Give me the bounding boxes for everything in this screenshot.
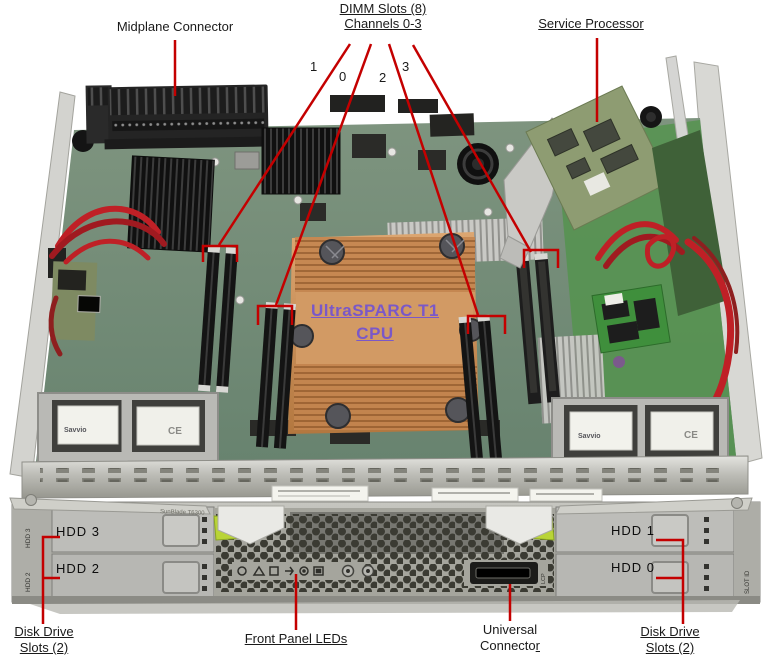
hdd3-vertical-mark: HDD 3	[25, 528, 32, 548]
sp-bracket-arm	[499, 235, 531, 269]
callout-disk-drive-left-label: Disk Drive Slots (2)	[4, 624, 84, 656]
led-cluster	[202, 517, 207, 544]
led-cluster	[704, 517, 709, 544]
callout-line-disk-right	[656, 538, 685, 624]
barcode-sticker	[431, 487, 519, 502]
dimm-label-line1: DIMM Slots (8)	[339, 1, 427, 16]
callout-service-processor-label: Service Processor	[538, 16, 644, 31]
service-processor-assembly	[499, 55, 728, 316]
dimm-channel-number-3: 3	[402, 59, 410, 74]
ce-mark: CE	[684, 430, 698, 441]
callout-bracket-dimm-pair	[522, 248, 560, 268]
lever-screw	[25, 494, 37, 506]
latch-button	[162, 514, 200, 547]
cpu-heatsink	[288, 232, 483, 434]
drive-label	[57, 405, 119, 445]
left-bezel-strip	[12, 502, 52, 602]
hdd0-label: HDD 0	[611, 560, 656, 575]
etched-model-text: SunBlade T6300	[160, 509, 205, 517]
drive-label	[136, 406, 200, 446]
daughter-card	[591, 284, 671, 354]
led-icon-row	[237, 564, 375, 578]
hdd2-vertical-mark: HDD 2	[25, 572, 32, 592]
led-cluster	[704, 564, 709, 591]
callout-bracket-dimm-pair	[466, 314, 507, 334]
dimm-slot-pair	[198, 245, 239, 393]
disk-left-line1: Disk Drive	[14, 624, 74, 639]
drive-label	[650, 411, 714, 451]
callout-bracket-dimm-pair	[256, 304, 294, 325]
dimm-channel-number-2: 2	[379, 70, 387, 85]
callout-line-dimm-0	[274, 43, 373, 306]
cpu-label-line1: UltraSPARC T1	[310, 301, 440, 320]
dimm-label-line2: Channels 0-3	[344, 16, 422, 31]
right-bezel-strip	[734, 502, 760, 602]
dimm-slot-pair	[255, 301, 296, 449]
hdd3-label: HDD 3	[56, 524, 101, 539]
callout-universal-connector-label: Universal Connector	[466, 622, 554, 654]
release-lever-white	[217, 505, 285, 545]
drive-cage-right: Savvio CE	[551, 397, 729, 467]
disk-right-line1: Disk Drive	[640, 624, 700, 639]
round-component	[457, 143, 499, 185]
drive-label-text: Savvio	[64, 427, 87, 434]
barcode-sticker	[529, 488, 603, 502]
disk-left-line2: Slots (2)	[19, 640, 69, 655]
sata-cables-left	[48, 205, 167, 357]
ce-mark: CE	[168, 426, 182, 437]
callout-line-dimm-2	[387, 43, 480, 316]
callout-line-dimm-3	[411, 44, 533, 253]
drive-label	[569, 411, 633, 451]
slot-id-mark: SLOT ID	[745, 570, 751, 594]
callout-cpu-label: UltraSPARC T1 CPU	[291, 299, 459, 345]
universal-connector-port	[470, 562, 538, 584]
panel-lever-right	[555, 497, 753, 515]
callout-dimm-label: DIMM Slots (8) Channels 0-3	[318, 1, 448, 31]
callout-front-panel-leds-label: Front Panel LEDs	[244, 631, 348, 646]
midplane-connector-block	[85, 84, 271, 150]
hdd-tray-2	[51, 553, 215, 600]
callout-disk-drive-right-label: Disk Drive Slots (2)	[630, 624, 710, 656]
universal-line2: Connector	[466, 638, 554, 654]
barcode-sticker	[271, 485, 369, 502]
dimm-channel-number-0: 0	[339, 69, 347, 84]
panel-lever-left	[9, 497, 211, 515]
sata-cables-right	[595, 221, 740, 428]
lever-screw	[731, 497, 743, 509]
latch-button	[162, 561, 200, 594]
callout-line-disk-left	[41, 535, 60, 624]
cpu-label-line2: CPU	[356, 324, 394, 343]
release-lever-white	[485, 505, 553, 545]
drive-cage-left: Savvio CE	[37, 392, 219, 463]
universal-line1: Universal	[482, 622, 538, 637]
front-panel: HDD 3 HDD 2	[9, 494, 761, 614]
hdd1-label: HDD 1	[611, 523, 656, 538]
universal-line2b: r	[535, 638, 540, 653]
riser-board	[652, 130, 728, 316]
dimm-slot-pair-populated	[515, 253, 561, 405]
lcp-mark: LCP	[541, 573, 547, 584]
latch-button	[651, 514, 689, 547]
dimm-channel-number-1: 1	[310, 59, 318, 74]
front-crossbar	[21, 455, 749, 502]
callout-midplane-label: Midplane Connector	[116, 19, 234, 34]
hdd-tray-3	[51, 506, 215, 553]
drive-label-text: Savvio	[578, 433, 601, 440]
callout-bracket-dimm-pair	[201, 244, 239, 262]
universal-line2a: Connecto	[480, 638, 536, 653]
callout-line-dimm-1	[217, 43, 352, 246]
hdd2-label: HDD 2	[56, 561, 101, 576]
led-cluster	[202, 564, 207, 591]
disk-right-line2: Slots (2)	[645, 640, 695, 655]
